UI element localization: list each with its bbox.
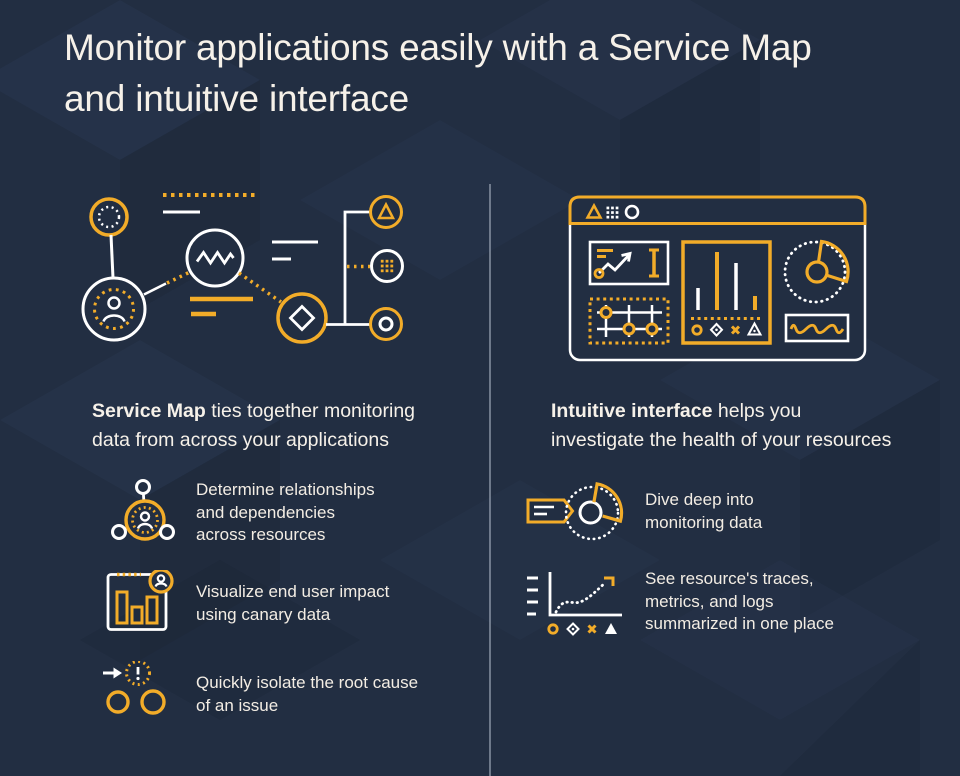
root-cause-alert-icon xyxy=(103,661,166,715)
label-tag xyxy=(526,498,575,524)
traces-metrics-logs-chart-icon xyxy=(527,572,622,636)
chart-axis xyxy=(548,572,622,617)
intuitive-interface-lead-bold: Intuitive interface xyxy=(551,400,713,422)
column-divider xyxy=(489,184,491,776)
circle-icon xyxy=(624,204,640,220)
node-user-circle xyxy=(81,276,147,342)
node-dotted-circle xyxy=(89,197,129,237)
tile-bar-chart xyxy=(681,240,772,345)
node-triangle-circle xyxy=(369,195,403,229)
intuitive-interface-lead: Intuitive interface helps you investigat… xyxy=(551,400,892,451)
page-title-line2: and intuitive interface xyxy=(64,78,410,119)
bullet-dive-deep: Dive deep into monitoring data xyxy=(645,490,763,532)
service-map-illustration xyxy=(81,193,404,344)
tile-gantt-chart xyxy=(588,297,670,345)
tile-line-chart xyxy=(588,240,670,286)
node-diamond-circle xyxy=(276,292,328,344)
tile-sine-wave xyxy=(784,313,850,343)
bullet-root-cause: Quickly isolate the root cause of an iss… xyxy=(196,673,419,715)
node-dot-circle xyxy=(369,307,403,341)
window-titlebar xyxy=(568,195,867,225)
exclamation-icon xyxy=(136,667,140,681)
page-title-line1: Monitor applications easily with a Servi… xyxy=(64,27,812,68)
person-icon xyxy=(136,511,154,530)
bullet-traces: See resource's traces, metrics, and logs… xyxy=(645,569,834,633)
dashboard-window-illustration xyxy=(568,195,867,362)
arrow-icon xyxy=(113,667,122,679)
service-map-lead: Service Map ties together monitoring dat… xyxy=(92,400,416,451)
pie-wedge xyxy=(592,482,624,524)
triangle-icon xyxy=(585,202,603,219)
node-grid-circle xyxy=(370,249,404,283)
node-waveform-circle xyxy=(185,228,245,288)
person-icon xyxy=(102,296,126,323)
grid-dots-icon xyxy=(606,206,619,219)
canary-bar-chart-icon xyxy=(106,570,174,631)
bullet-canary: Visualize end user impact using canary d… xyxy=(196,582,390,624)
titlebar-icons xyxy=(585,202,640,220)
service-map-lead-bold: Service Map xyxy=(92,400,206,422)
trend-line xyxy=(554,581,607,614)
bullet-relationships: Determine relationships and dependencies… xyxy=(196,480,375,544)
arrow-corner xyxy=(604,576,615,586)
page-title: Monitor applications easily with a Servi… xyxy=(64,22,944,124)
person-icon xyxy=(154,574,168,588)
resource-relationships-icon xyxy=(111,479,175,541)
tree-connector xyxy=(326,210,370,326)
dive-deep-pie-icon xyxy=(526,482,624,541)
tile-pie-chart xyxy=(783,239,850,304)
